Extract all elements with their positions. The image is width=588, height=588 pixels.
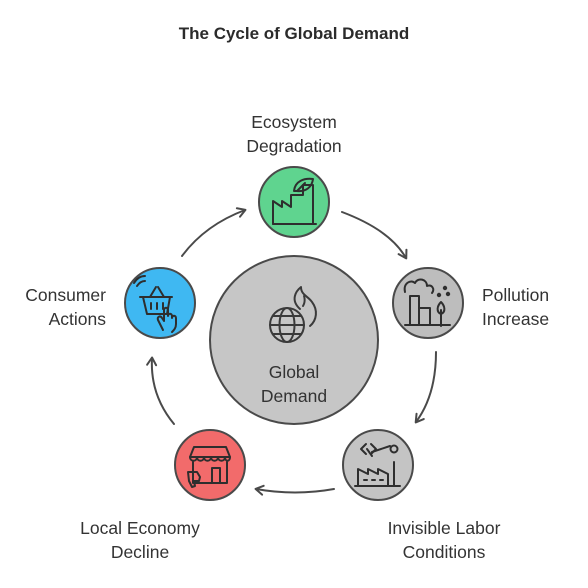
arrow-labor-to-local	[254, 484, 335, 496]
label-line: Conditions	[402, 542, 486, 562]
label-ecosystem-degradation: Ecosystem Degradation	[214, 110, 374, 158]
label-line: Consumer	[25, 285, 106, 305]
node-ecosystem-degradation	[258, 166, 330, 238]
globe-with-flame-icon	[269, 286, 317, 343]
center-label-line2: Demand	[261, 386, 327, 406]
node-consumer-actions	[124, 267, 196, 339]
label-line: Increase	[482, 309, 550, 329]
factory-robot-arm-icon	[354, 443, 401, 487]
arrow-pollution-to-labor	[414, 351, 437, 424]
label-line: Pollution	[482, 285, 550, 305]
node-invisible-labor	[342, 429, 414, 501]
label-line: Actions	[48, 309, 106, 329]
label-line: Invisible Labor	[387, 518, 501, 538]
label-consumer-actions: Consumer Actions	[0, 283, 106, 331]
smokestack-tree-icon	[403, 278, 451, 327]
arrow-local-to-consumer	[146, 356, 175, 425]
label-line: Ecosystem	[251, 112, 337, 132]
storefront-thumbs-down-icon	[187, 446, 231, 488]
label-line: Degradation	[246, 136, 342, 156]
label-line: Decline	[110, 542, 170, 562]
factory-leaf-icon	[272, 177, 317, 225]
center-label-line1: Global	[269, 362, 320, 382]
cycle-arrows	[146, 207, 437, 496]
center-node: Global Demand	[209, 255, 379, 425]
label-local-economy-decline: Local Economy Decline	[60, 516, 220, 564]
shopping-basket-hand-icon	[133, 275, 177, 333]
label-invisible-labor: Invisible Labor Conditions	[364, 516, 524, 564]
diagram-title: The Cycle of Global Demand	[178, 24, 410, 43]
label-line: Local Economy	[80, 518, 200, 538]
arrow-consumer-to-ecosystem	[181, 207, 247, 257]
arrow-ecosystem-to-pollution	[341, 211, 408, 260]
node-local-economy-decline	[174, 429, 246, 501]
label-pollution-increase: Pollution Increase	[482, 283, 582, 331]
node-pollution-increase	[392, 267, 464, 339]
